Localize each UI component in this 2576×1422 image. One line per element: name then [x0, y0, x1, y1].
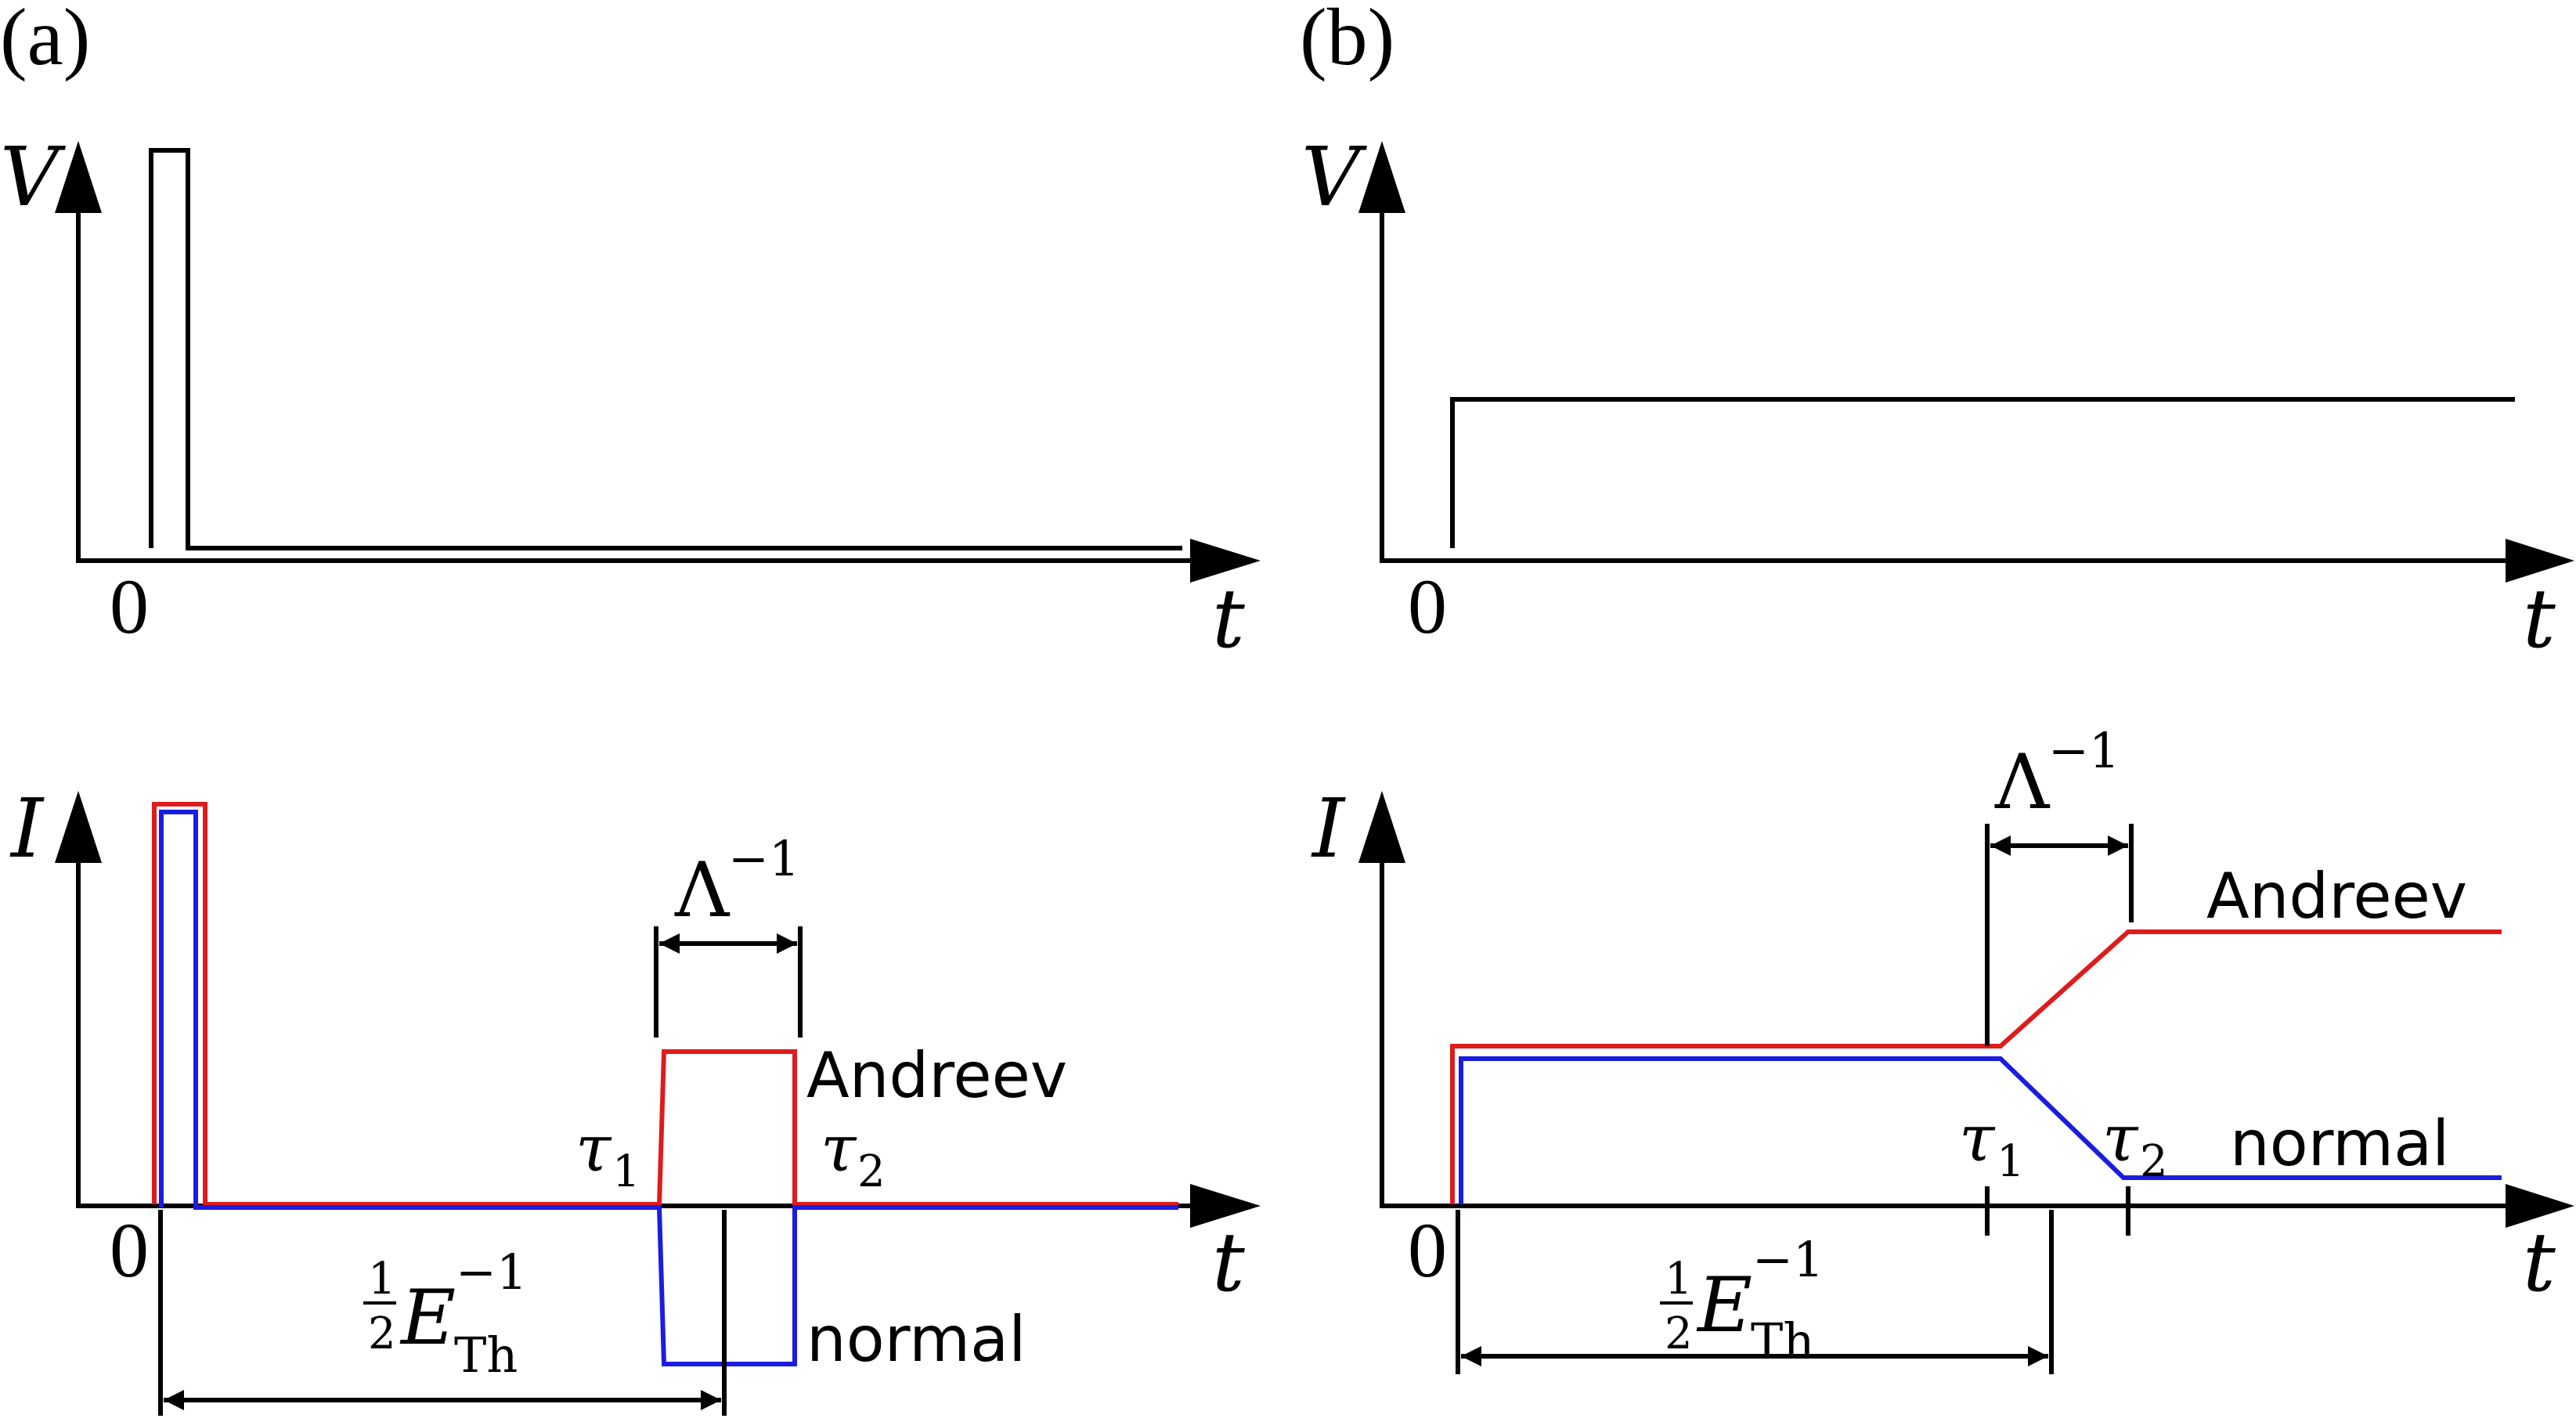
panel-a-bottom-y-arrowhead — [55, 791, 102, 863]
panel-a-andreev-label: Andreev — [806, 1039, 1067, 1112]
svg-text:−1: −1 — [728, 830, 799, 887]
svg-text:τ: τ — [575, 1112, 612, 1186]
svg-text:2: 2 — [2140, 1136, 2168, 1187]
svg-text:E: E — [1696, 1261, 1752, 1349]
svg-text:Th: Th — [1751, 1312, 1814, 1370]
svg-text:E: E — [399, 1274, 456, 1362]
panel-a-top-x-label: t — [1212, 571, 1245, 666]
panel-a-tau2-label: τ 2 — [821, 1112, 886, 1197]
panel-b-bottom-axes — [1358, 791, 2574, 1228]
svg-text:Λ: Λ — [1994, 738, 2051, 826]
panel-a-label: (a) — [0, 0, 90, 82]
svg-text:−1: −1 — [456, 1243, 527, 1301]
panel-a-voltage-pulse — [149, 148, 1182, 550]
panel-a-top-axes — [55, 141, 1261, 583]
panel-b-bottom-origin-label: 0 — [1408, 1207, 1447, 1294]
panel-a-eth-label: 1 2 E −1 Th — [363, 1243, 527, 1384]
panel-a-bottom-x-arrowhead — [1190, 1184, 1261, 1228]
svg-text:τ: τ — [821, 1112, 857, 1186]
svg-text:−1: −1 — [1752, 1231, 1824, 1288]
svg-text:1: 1 — [1997, 1136, 2025, 1187]
svg-text:−1: −1 — [2048, 722, 2120, 779]
panel-b-bottom-x-label: t — [2523, 1214, 2556, 1310]
panel-b-top-x-label: t — [2523, 571, 2556, 666]
panel-a-andreev-curve — [152, 802, 1178, 1207]
svg-text:1: 1 — [1665, 1254, 1693, 1305]
panel-a-bottom-y-label: I — [9, 781, 45, 876]
svg-text:τ: τ — [1959, 1102, 1996, 1176]
panel-a-top-y-arrowhead — [55, 141, 102, 213]
panel-b-lambda-label: Λ −1 — [1994, 722, 2120, 826]
panel-b-normal-curve — [1459, 1056, 2502, 1204]
svg-text:Th: Th — [454, 1326, 518, 1384]
panel-a-top-origin-label: 0 — [110, 563, 149, 650]
panel-b-andreev-label: Andreev — [2206, 860, 2467, 933]
svg-text:τ: τ — [2102, 1102, 2139, 1176]
svg-text:1: 1 — [368, 1254, 396, 1305]
panel-b-bottom-x-arrowhead — [2506, 1184, 2574, 1228]
panel-a-bottom-x-label: t — [1212, 1214, 1245, 1310]
panel-b-top-x-arrowhead — [2506, 539, 2574, 583]
panel-a-lambda-label: Λ −1 — [674, 830, 799, 934]
panel-a-normal-label: normal — [806, 1303, 1026, 1376]
panel-a-normal-curve — [159, 810, 1178, 1366]
panel-b-tau1-label: τ 1 — [1959, 1102, 2025, 1187]
svg-text:Λ: Λ — [674, 846, 731, 934]
svg-text:2: 2 — [857, 1146, 886, 1197]
panel-b-label: (b) — [1300, 0, 1394, 82]
panel-b-bottom-y-label: I — [1311, 781, 1346, 876]
panel-b-andreev-curve — [1450, 929, 2502, 1204]
panel-a-tau1-label: τ 1 — [575, 1112, 640, 1197]
panel-a-bottom-origin-label: 0 — [110, 1207, 149, 1294]
panel-b-tau2-label: τ 2 — [2102, 1102, 2168, 1187]
panel-a-top-x-arrowhead — [1190, 539, 1261, 583]
svg-text:2: 2 — [1665, 1308, 1693, 1359]
panel-b-voltage-step — [1450, 397, 2515, 548]
panel-a-top-y-label: V — [0, 129, 66, 225]
svg-text:2: 2 — [368, 1308, 396, 1359]
panel-b-normal-label: normal — [2230, 1107, 2449, 1180]
panel-b-bottom-y-arrowhead — [1358, 791, 1405, 863]
panel-b-top-y-arrowhead — [1358, 141, 1405, 213]
panel-b-top-axes — [1358, 141, 2574, 583]
panel-b-top-origin-label: 0 — [1408, 563, 1447, 650]
panel-b-top-y-label: V — [1301, 129, 1367, 225]
svg-text:1: 1 — [612, 1146, 640, 1197]
panel-b-eth-label: 1 2 E −1 Th — [1660, 1231, 1824, 1370]
